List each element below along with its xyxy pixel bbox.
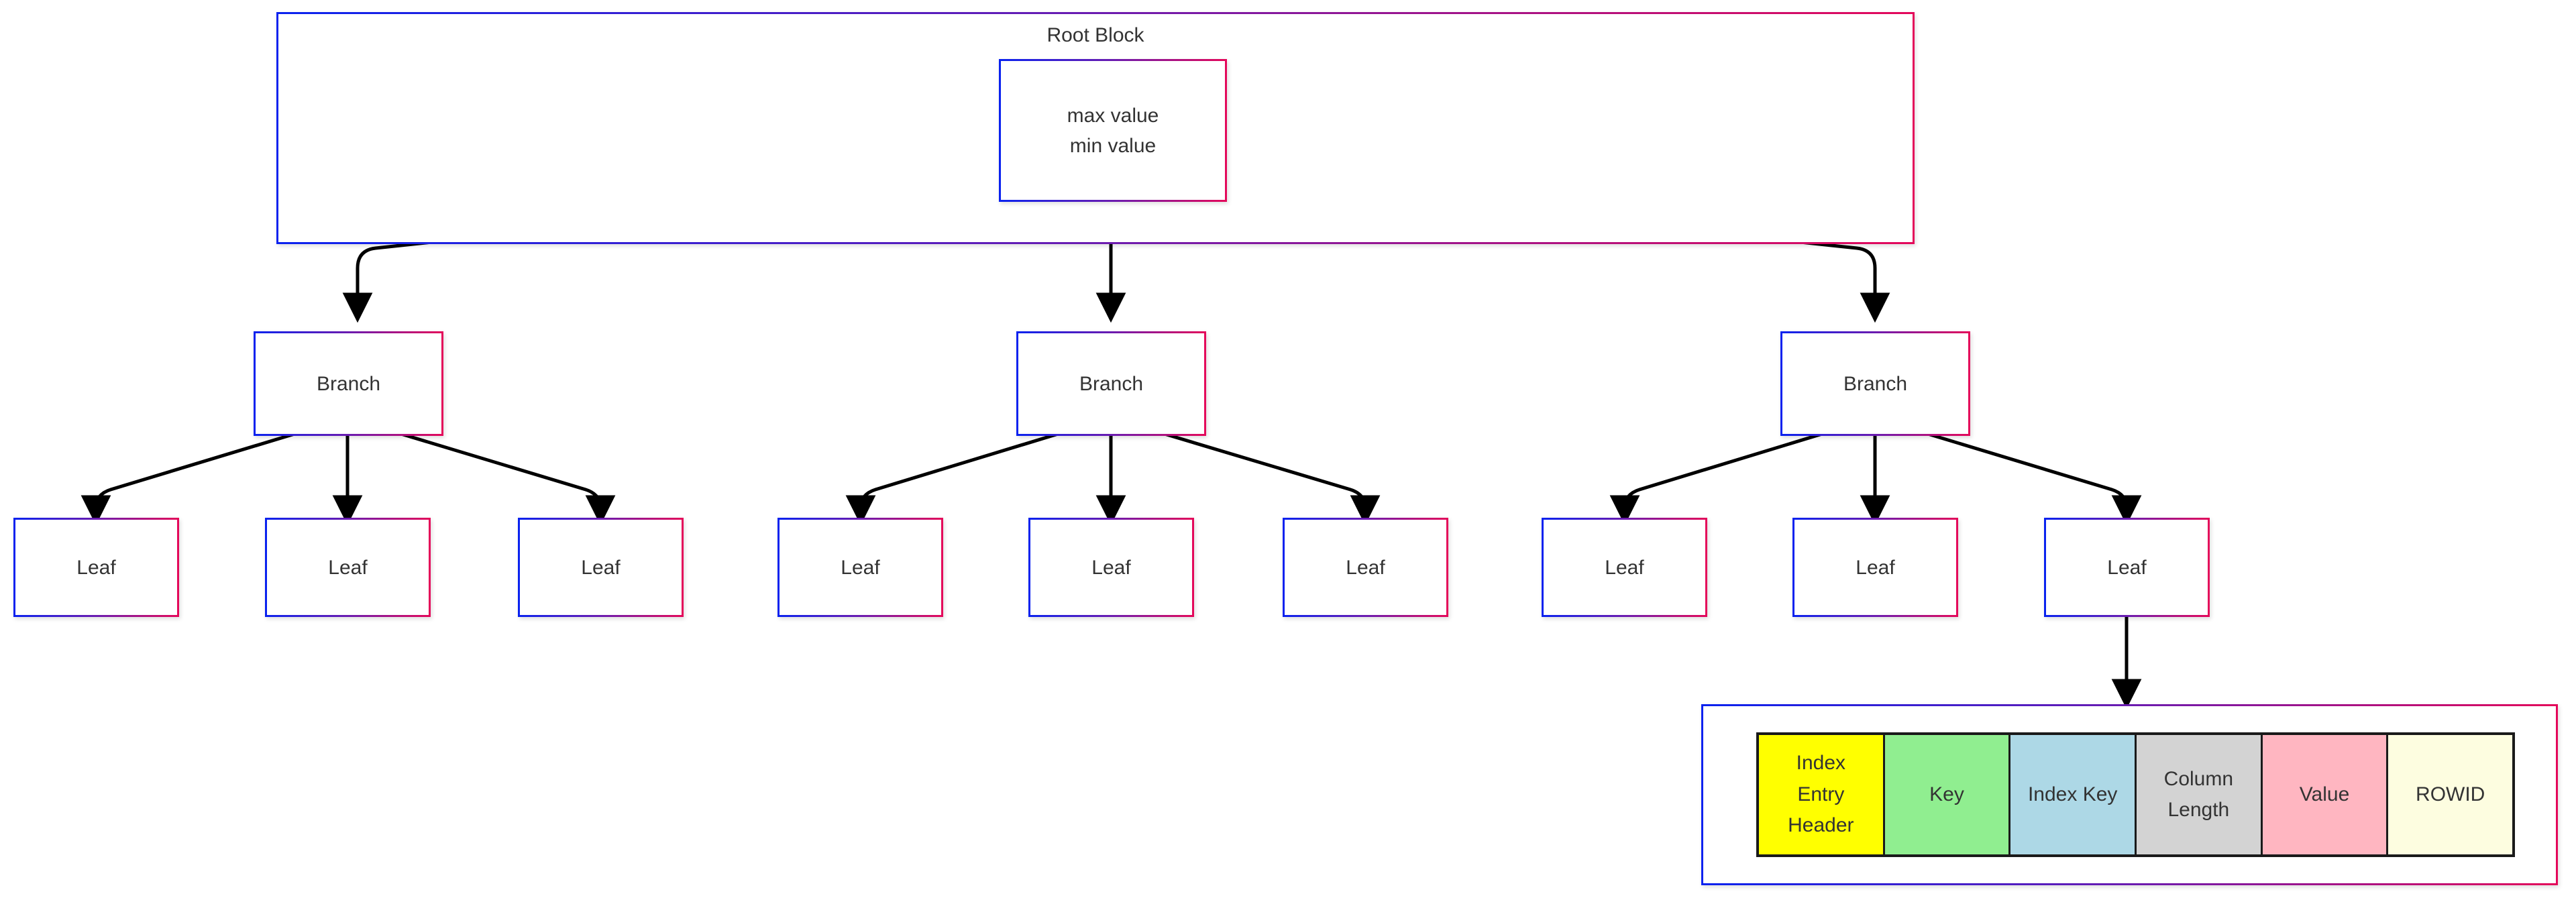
cell-line-1: Index Key: [2027, 783, 2118, 805]
leaf-node-7[interactable]: Leaf: [1542, 518, 1707, 617]
leaf-node-5[interactable]: Leaf: [1028, 518, 1194, 617]
cell-line-2: Length: [2167, 799, 2230, 821]
leaf-node-4[interactable]: Leaf: [777, 518, 943, 617]
branch-node-2[interactable]: Branch: [1016, 331, 1206, 436]
leaf-node-7-label: Leaf: [1605, 556, 1644, 579]
edge-branch1-leaf1: [80, 430, 302, 526]
index-entry-cell-index-key[interactable]: Index Key: [2010, 735, 2137, 854]
leaf-node-9-label: Leaf: [2107, 556, 2147, 579]
cell-line-2: Entry: [1797, 783, 1845, 805]
root-block-title-wrap: Root Block: [276, 12, 1915, 244]
root-max-value: max value: [1067, 104, 1159, 127]
root-block-title: Root Block: [1046, 24, 1144, 46]
leaf-node-8-label: Leaf: [1856, 556, 1895, 579]
branch-node-1[interactable]: Branch: [254, 331, 443, 436]
branch-node-2-label: Branch: [1079, 372, 1144, 395]
edge-branch3-leaf1: [1609, 430, 1829, 526]
leaf-node-1-label: Leaf: [76, 556, 116, 579]
index-entry-cell-value[interactable]: Value: [2262, 735, 2389, 854]
branch-node-1-label: Branch: [316, 372, 381, 395]
leaf-node-6[interactable]: Leaf: [1283, 518, 1448, 617]
branch-node-3[interactable]: Branch: [1780, 331, 1970, 436]
leaf-node-4-label: Leaf: [841, 556, 880, 579]
edge-branch2-leaf3: [1157, 430, 1381, 526]
cell-line-1: Index: [1796, 752, 1846, 775]
index-entry-cell-index-entry-header[interactable]: Index Entry Header: [1759, 735, 1885, 854]
leaf-node-5-label: Leaf: [1091, 556, 1131, 579]
index-entry-strip: Index Entry Header Key Index Key Column …: [1756, 732, 2515, 857]
leaf-node-2[interactable]: Leaf: [265, 518, 431, 617]
leaf-node-8[interactable]: Leaf: [1792, 518, 1958, 617]
root-node[interactable]: max value min value: [999, 59, 1227, 202]
leaf-node-1[interactable]: Leaf: [13, 518, 179, 617]
edge-branch1-leaf3: [394, 430, 616, 526]
cell-line-1: Key: [1929, 783, 1964, 805]
root-min-value: min value: [1069, 134, 1157, 157]
root-node-label: max value min value: [999, 59, 1227, 202]
cell-line-3: Header: [1788, 814, 1854, 837]
leaf-node-9[interactable]: Leaf: [2044, 518, 2210, 617]
branch-node-3-label: Branch: [1843, 372, 1908, 395]
leaf-node-3-label: Leaf: [581, 556, 621, 579]
index-entry-cell-key[interactable]: Key: [1884, 735, 2011, 854]
index-entry-cell-column-length[interactable]: Column Length: [2137, 735, 2263, 854]
edge-branch2-leaf1: [845, 430, 1065, 526]
leaf-node-3[interactable]: Leaf: [518, 518, 684, 617]
cell-line-1: Column: [2163, 767, 2234, 790]
cell-line-1: ROWID: [2416, 783, 2485, 805]
cell-line-1: Value: [2299, 783, 2350, 805]
index-entry-cell-rowid[interactable]: ROWID: [2388, 735, 2513, 854]
edge-branch3-leaf3: [1921, 430, 2142, 526]
leaf-node-2-label: Leaf: [328, 556, 368, 579]
leaf-node-6-label: Leaf: [1346, 556, 1385, 579]
